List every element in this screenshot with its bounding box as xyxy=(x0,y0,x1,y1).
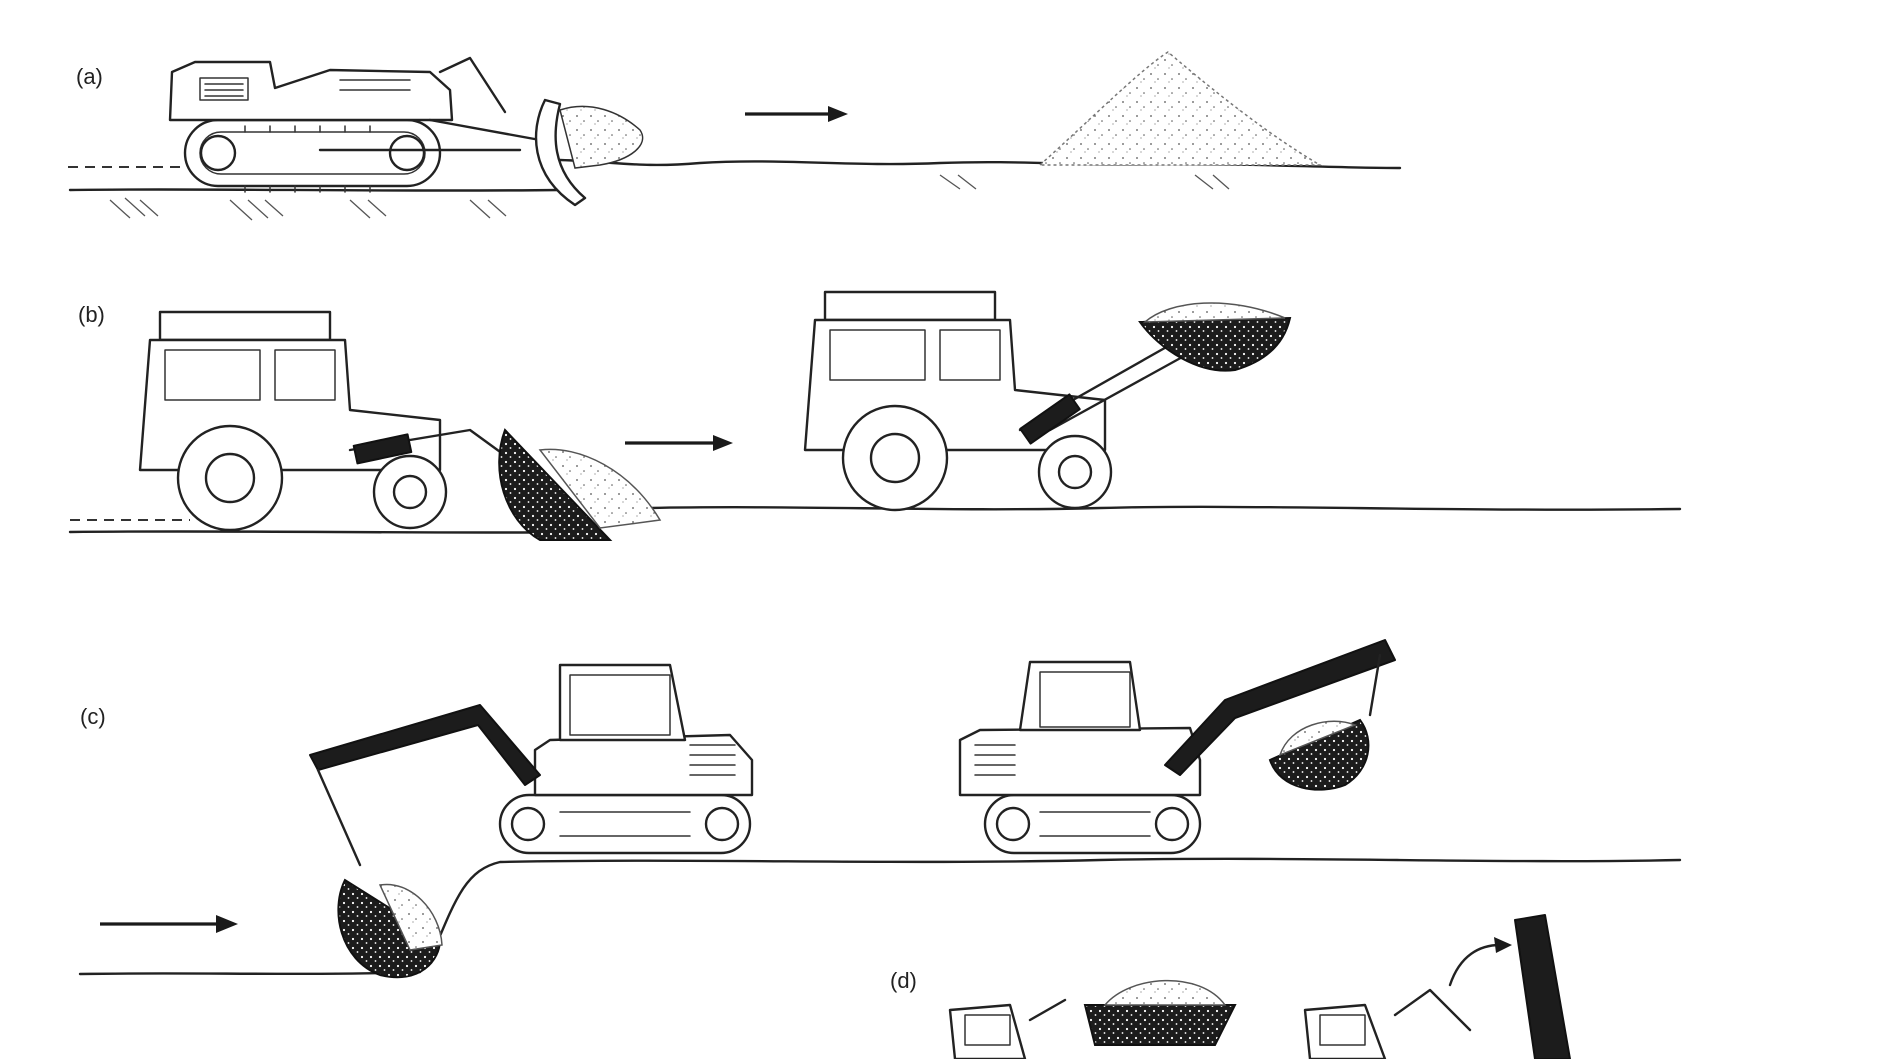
loader-rear-wheel-2 xyxy=(843,406,947,510)
excavator-track-1 xyxy=(500,795,750,853)
panel-label-a: (a) xyxy=(76,64,103,89)
excavator-swinging xyxy=(960,640,1395,853)
panel-c: (c) xyxy=(80,640,1680,977)
wheel-loader-scooping xyxy=(140,312,660,540)
crawler-dozer xyxy=(170,58,643,205)
direction-arrow-c xyxy=(100,915,238,933)
excavator-cab-1 xyxy=(560,665,685,740)
excavator-track-2 xyxy=(985,795,1200,853)
loader-front-wheel-1 xyxy=(374,456,446,528)
ground-line-a-front xyxy=(70,189,560,190)
loader-dumping xyxy=(1305,915,1570,1059)
excavator-body-2 xyxy=(960,728,1200,795)
dumping-bucket xyxy=(1515,915,1570,1059)
excavator-boom-1 xyxy=(310,705,540,785)
loader-bucket-2 xyxy=(1140,318,1290,371)
panel-d: (d) xyxy=(890,915,1570,1059)
loader-rear-wheel-1 xyxy=(178,426,282,530)
pushed-soil xyxy=(560,106,643,168)
excavator-digging xyxy=(310,665,752,977)
panel-label-d: (d) xyxy=(890,968,917,993)
panel-label-b: (b) xyxy=(78,302,105,327)
panel-b: (b) xyxy=(70,292,1680,540)
loader-front-wheel-2 xyxy=(1039,436,1111,508)
ground-line-b-front xyxy=(70,531,600,532)
soil-pile xyxy=(1040,52,1320,165)
panel-a: (a) xyxy=(68,52,1400,220)
dozer-body xyxy=(170,62,452,120)
ground-line-b xyxy=(650,507,1680,510)
loader-carrying xyxy=(950,981,1235,1059)
dozer-track xyxy=(185,120,440,186)
panel-label-c: (c) xyxy=(80,704,106,729)
ground-line-c-low xyxy=(80,972,420,974)
direction-arrow-a xyxy=(745,106,848,122)
wheel-loader-lifting xyxy=(805,292,1290,510)
direction-arrow-b xyxy=(625,435,733,451)
carried-bucket xyxy=(1085,1005,1235,1045)
